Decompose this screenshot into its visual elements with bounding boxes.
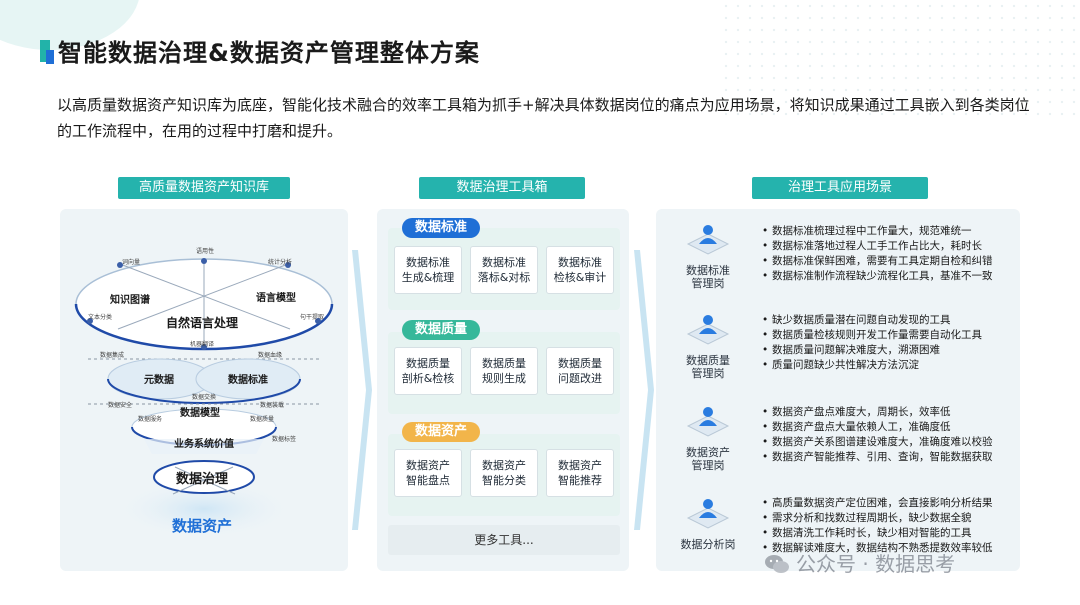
wechat-icon (765, 555, 789, 573)
list-item: 数据资产关系图谱建设难度大，准确度难以校验 (760, 435, 1018, 450)
svg-text:数据治理: 数据治理 (176, 471, 228, 487)
svg-text:自然语言处理: 自然语言处理 (166, 315, 238, 330)
watermark: 公众号 · 数据思考 (764, 548, 955, 577)
list-item: 数据质量问题解决难度大，溯源困难 (760, 343, 1018, 358)
list-item: 缺少数据质量潜在问题自动发现的工具 (760, 313, 1018, 328)
list-item: 数据资产盘点大量依赖人工，准确度低 (760, 420, 1018, 435)
svg-text:数据血缘: 数据血缘 (258, 351, 282, 359)
svg-text:数据质量: 数据质量 (250, 415, 274, 423)
svg-text:数据服务: 数据服务 (138, 415, 162, 423)
tool-standard-generate[interactable]: 数据标准生成&梳理 (394, 246, 462, 294)
category-tag-quality: 数据质量 (402, 320, 480, 340)
list-item: 数据资产智能推荐、引用、查询，智能数据获取 (760, 450, 1018, 465)
svg-text:数据模型: 数据模型 (180, 406, 220, 419)
category-tag-assets: 数据资产 (402, 422, 480, 442)
role-assets-manager: 数据资产管理岗 (676, 402, 740, 472)
svg-text:数据资产: 数据资产 (172, 517, 232, 535)
svg-text:知识图谱: 知识图谱 (109, 293, 150, 306)
tool-quality-rules[interactable]: 数据质量规则生成 (470, 347, 538, 395)
pain-points-assets: 数据资产盘点难度大，周期长，效率低 数据资产盘点大量依赖人工，准确度低 数据资产… (760, 405, 1018, 465)
more-tools-button[interactable]: 更多工具... (388, 525, 620, 555)
role-standards-manager: 数据标准管理岗 (676, 220, 740, 290)
svg-text:业务系统价值: 业务系统价值 (174, 437, 234, 450)
watermark-text: 公众号 · 数据思考 (796, 552, 956, 576)
list-item: 质量问题缺少共性解决方法沉淀 (760, 358, 1018, 373)
knowledge-funnel-diagram: 词向量 语用性 统计分析 文本分类 句干提取 机器翻译 数据集成 数据血缘 数据… (74, 247, 334, 539)
user-icon (686, 407, 730, 437)
user-icon (686, 225, 730, 255)
list-item: 数据标准梳理过程中工作量大，规范难统一 (760, 224, 1018, 239)
title-accent-bar (40, 40, 50, 62)
column-header-scenarios: 治理工具应用场景 (752, 177, 928, 199)
intro-paragraph: 以高质量数据资产知识库为底座，智能化技术融合的效率工具箱为抓手+解决具体数据岗位… (57, 96, 1030, 140)
svg-text:数据标签: 数据标签 (272, 435, 296, 443)
list-item: 数据标准制作流程缺少流程化工具，基准不一致 (760, 269, 1018, 284)
svg-text:数据装载: 数据装载 (260, 401, 284, 409)
list-item: 高质量数据资产定位困难，会直接影响分析结果 (760, 496, 1018, 511)
role-quality-manager: 数据质量管理岗 (676, 310, 740, 380)
svg-text:词向量: 词向量 (122, 258, 140, 266)
user-icon (686, 499, 730, 529)
column-header-knowledge: 高质量数据资产知识库 (118, 177, 290, 199)
tool-standard-align[interactable]: 数据标准落标&对标 (470, 246, 538, 294)
category-tag-standards: 数据标准 (402, 218, 480, 238)
user-icon (686, 315, 730, 345)
flow-arrow-2 (634, 250, 654, 530)
svg-text:统计分析: 统计分析 (268, 258, 292, 266)
svg-text:元数据: 元数据 (144, 373, 174, 386)
list-item: 数据质量检核规则开发工作量需要自动化工具 (760, 328, 1018, 343)
list-item: 数据解读难度大，数据结构不熟悉提数效率较低 (760, 541, 1018, 556)
role-data-analyst: 数据分析岗 (676, 494, 740, 551)
svg-text:数据标准: 数据标准 (228, 373, 268, 386)
svg-text:机器翻译: 机器翻译 (190, 340, 214, 348)
svg-text:语言模型: 语言模型 (256, 291, 296, 304)
tool-quality-profile[interactable]: 数据质量剖析&检核 (394, 347, 462, 395)
svg-text:语用性: 语用性 (196, 247, 214, 255)
column-header-toolbox: 数据治理工具箱 (419, 177, 585, 199)
svg-text:数据集成: 数据集成 (100, 351, 124, 359)
svg-text:文本分类: 文本分类 (88, 313, 112, 321)
tool-standard-audit[interactable]: 数据标准检核&审计 (546, 246, 614, 294)
pain-points-quality: 缺少数据质量潜在问题自动发现的工具 数据质量检核规则开发工作量需要自动化工具 数… (760, 313, 1018, 373)
title-accent-bar-blue (46, 50, 54, 64)
tool-quality-improve[interactable]: 数据质量问题改进 (546, 347, 614, 395)
tool-asset-inventory[interactable]: 数据资产智能盘点 (394, 449, 462, 497)
page-title: 智能数据治理&数据资产管理整体方案 (58, 39, 480, 67)
list-item: 数据清洗工作耗时长，缺少相对智能的工具 (760, 526, 1018, 541)
dot-pattern-decoration (720, 0, 1080, 120)
list-item: 数据标准保鲜困难，需要有工具定期自检和纠错 (760, 254, 1018, 269)
flow-arrow-1 (352, 250, 372, 530)
svg-text:数据交换: 数据交换 (192, 393, 216, 401)
pain-points-analyst: 高质量数据资产定位困难，会直接影响分析结果 需求分析和找数过程周期长，缺少数据全… (760, 496, 1018, 556)
list-item: 需求分析和找数过程周期长，缺少数据全貌 (760, 511, 1018, 526)
svg-text:句干提取: 句干提取 (300, 313, 324, 321)
tool-asset-classify[interactable]: 数据资产智能分类 (470, 449, 538, 497)
list-item: 数据资产盘点难度大，周期长，效率低 (760, 405, 1018, 420)
list-item: 数据标准落地过程人工手工作占比大，耗时长 (760, 239, 1018, 254)
pain-points-standards: 数据标准梳理过程中工作量大，规范难统一 数据标准落地过程人工手工作占比大，耗时长… (760, 224, 1018, 284)
tool-asset-recommend[interactable]: 数据资产智能推荐 (546, 449, 614, 497)
svg-text:数据安全: 数据安全 (108, 401, 132, 409)
